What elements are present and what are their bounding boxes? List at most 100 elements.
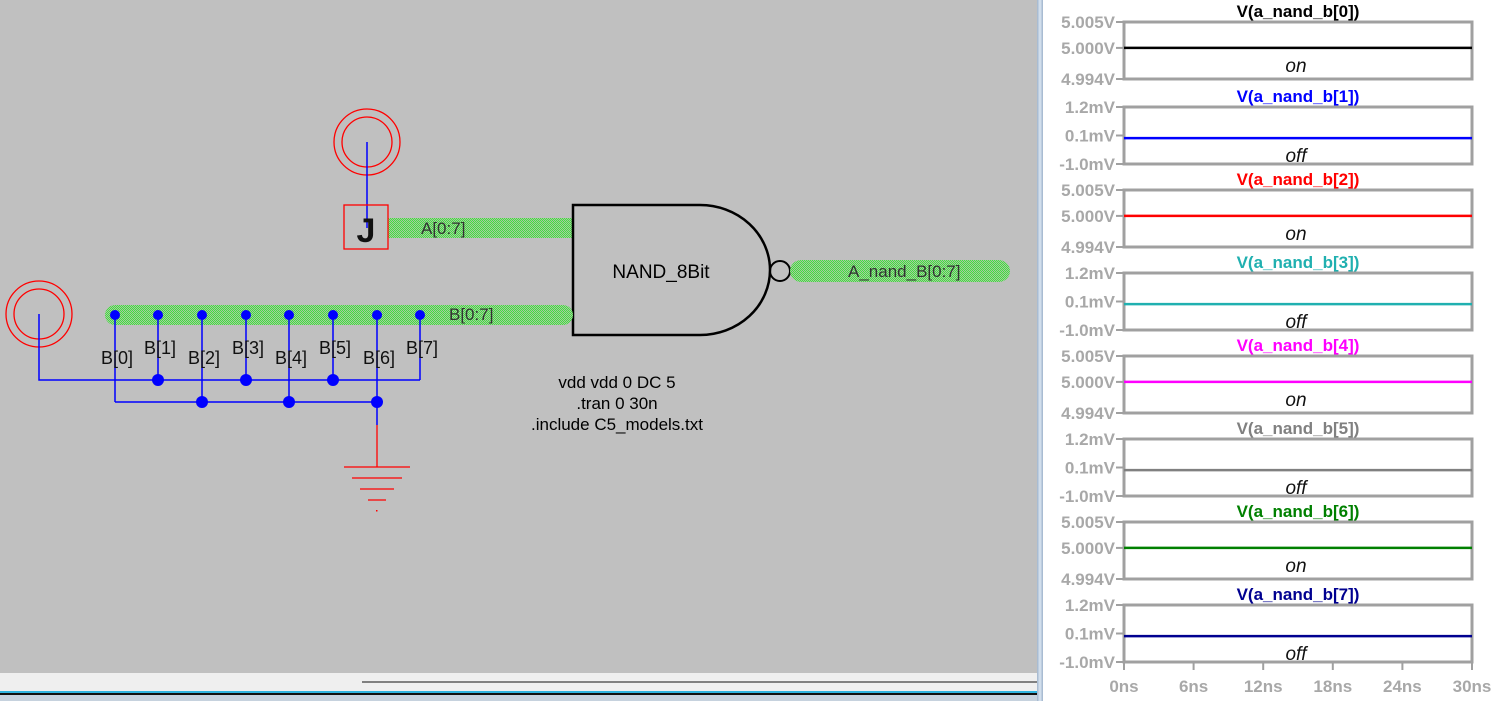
y-tick-label: -1.0mV xyxy=(1059,487,1115,506)
gate-label: NAND_8Bit xyxy=(612,262,710,283)
tap-label: B[4] xyxy=(275,348,307,368)
net-flag-j[interactable]: J xyxy=(343,204,389,250)
y-tick-label: 4.994V xyxy=(1061,70,1116,89)
trace-title[interactable]: V(a_nand_b[0]) xyxy=(1237,2,1360,21)
plot-frame xyxy=(1122,20,1474,81)
y-tick-label: 1.2mV xyxy=(1065,98,1116,117)
trace-title[interactable]: V(a_nand_b[4]) xyxy=(1237,336,1360,355)
handwritten-annotation: off xyxy=(1285,146,1308,167)
window-border xyxy=(0,693,1037,695)
directive-line: .tran 0 30n xyxy=(576,394,657,413)
bus-tap-dot xyxy=(110,310,120,320)
y-tick-label: 1.2mV xyxy=(1065,596,1116,615)
window-border xyxy=(0,691,1037,693)
x-tick-label: 30ns xyxy=(1453,677,1492,696)
y-tick-label: 5.000V xyxy=(1061,373,1116,392)
ground-symbol xyxy=(344,402,410,512)
plot-frame xyxy=(1122,520,1474,581)
voltage-source-a[interactable] xyxy=(333,108,401,228)
junction-dot xyxy=(240,374,252,386)
bus-taps xyxy=(38,314,420,403)
bus-output[interactable] xyxy=(790,260,1010,282)
horizontal-scrollbar[interactable] xyxy=(0,673,1037,691)
plot-frame xyxy=(1122,188,1474,249)
trace-title[interactable]: V(a_nand_b[3]) xyxy=(1237,253,1360,272)
bus-b-label: B[0:7] xyxy=(449,305,493,324)
output-bus-label: A_nand_B[0:7] xyxy=(848,262,960,281)
bus-tap-dot xyxy=(415,310,425,320)
y-tick-label: 4.994V xyxy=(1061,238,1116,257)
scrollbar-thumb[interactable] xyxy=(362,681,1037,683)
waveform-panel[interactable]: V(a_nand_b[5]) 1.2mV 0.1mV -1.0mV off xyxy=(1059,419,1474,506)
tap-label: B[0] xyxy=(101,348,133,368)
net-flag-label: J xyxy=(357,212,376,250)
junction-dot xyxy=(196,396,208,408)
y-tick-label: 1.2mV xyxy=(1065,430,1116,449)
bus-tap-dot xyxy=(153,310,163,320)
y-tick-label: -1.0mV xyxy=(1059,321,1115,340)
trace-title[interactable]: V(a_nand_b[7]) xyxy=(1237,585,1360,604)
y-tick-label: 5.005V xyxy=(1061,513,1116,532)
trace-title[interactable]: V(a_nand_b[6]) xyxy=(1237,502,1360,521)
nand-gate[interactable]: NAND_8Bit xyxy=(571,203,791,337)
tap-label: B[1] xyxy=(144,338,176,358)
trace-title[interactable]: V(a_nand_b[5]) xyxy=(1237,419,1360,438)
junction-dot xyxy=(283,396,295,408)
y-tick-label: 5.005V xyxy=(1061,13,1116,32)
schematic-canvas[interactable]: A[0:7] J NAND_8Bit A_nand_B[0:7] B[0:7] … xyxy=(0,0,1037,701)
handwritten-annotation: on xyxy=(1285,390,1306,411)
trace-title[interactable]: V(a_nand_b[2]) xyxy=(1237,170,1360,189)
x-tick-label: 6ns xyxy=(1179,677,1208,696)
bus-a[interactable] xyxy=(388,218,573,238)
directive-line: vdd vdd 0 DC 5 xyxy=(558,373,675,392)
waveform-viewer[interactable]: V(a_nand_b[0])5.005V5.000V4.994VonV(a_na… xyxy=(1043,0,1494,701)
bus-tap-dot xyxy=(197,310,207,320)
tap-label: B[6] xyxy=(363,348,395,368)
y-tick-label: 0.1mV xyxy=(1065,293,1116,312)
pane-splitter[interactable] xyxy=(1037,0,1043,701)
x-tick-label: 12ns xyxy=(1244,677,1283,696)
y-tick-label: 0.1mV xyxy=(1065,127,1116,146)
spice-directives[interactable]: vdd vdd 0 DC 5 .tran 0 30n .include C5_m… xyxy=(531,373,703,434)
handwritten-annotation: off xyxy=(1285,312,1308,333)
tap-label: B[5] xyxy=(319,338,351,358)
y-tick-label: 0.1mV xyxy=(1065,459,1116,478)
waveform-panel[interactable]: V(a_nand_b[0]) 5.005V 5.000V 4.994V on xyxy=(1061,2,1474,89)
waveform-panel[interactable]: V(a_nand_b[4]) 5.005V 5.000V 4.994V on xyxy=(1061,336,1474,423)
tap-label: B[7] xyxy=(406,338,438,358)
tap-label: B[3] xyxy=(232,338,264,358)
bus-b[interactable] xyxy=(105,305,573,325)
waveform-panel[interactable]: V(a_nand_b[1]) 1.2mV 0.1mV -1.0mV off xyxy=(1059,87,1474,174)
directive-line: .include C5_models.txt xyxy=(531,415,703,434)
waveform-panel[interactable]: V(a_nand_b[7]) 1.2mV 0.1mV -1.0mV off xyxy=(1059,585,1474,672)
y-tick-label: 5.000V xyxy=(1061,39,1116,58)
bus-tap-dot xyxy=(372,310,382,320)
x-tick-label: 18ns xyxy=(1313,677,1352,696)
handwritten-annotation: off xyxy=(1285,644,1308,665)
y-tick-label: 4.994V xyxy=(1061,404,1116,423)
handwritten-annotation: off xyxy=(1285,478,1308,499)
status-area xyxy=(0,695,1037,701)
y-tick-label: 5.005V xyxy=(1061,347,1116,366)
junction-dot xyxy=(327,374,339,386)
bus-tap-dot xyxy=(284,310,294,320)
x-tick-label: 0ns xyxy=(1109,677,1138,696)
y-tick-label: -1.0mV xyxy=(1059,653,1115,672)
y-tick-label: -1.0mV xyxy=(1059,155,1115,174)
bus-tap-dot xyxy=(328,310,338,320)
handwritten-annotation: on xyxy=(1285,224,1306,245)
trace-title[interactable]: V(a_nand_b[1]) xyxy=(1237,87,1360,106)
x-tick-label: 24ns xyxy=(1383,677,1422,696)
y-tick-label: 0.1mV xyxy=(1065,625,1116,644)
handwritten-annotation: on xyxy=(1285,556,1306,577)
waveform-panel[interactable]: V(a_nand_b[3]) 1.2mV 0.1mV -1.0mV off xyxy=(1059,253,1474,340)
plot-frame xyxy=(1122,354,1474,415)
waveform-panel[interactable]: V(a_nand_b[6]) 5.005V 5.000V 4.994V on xyxy=(1061,502,1474,589)
y-tick-label: 1.2mV xyxy=(1065,264,1116,283)
y-tick-label: 5.000V xyxy=(1061,539,1116,558)
y-tick-label: 5.000V xyxy=(1061,207,1116,226)
bus-a-label: A[0:7] xyxy=(421,219,465,238)
handwritten-annotation: on xyxy=(1285,56,1306,77)
y-tick-label: 4.994V xyxy=(1061,570,1116,589)
